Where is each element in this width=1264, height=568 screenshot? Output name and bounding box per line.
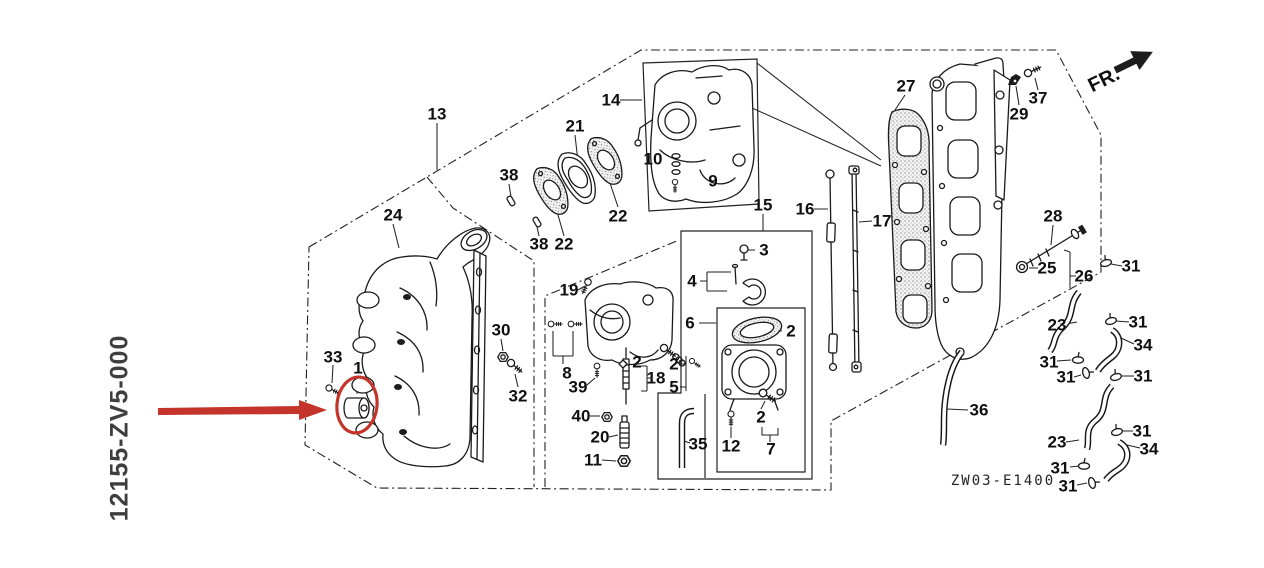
detail-boxes <box>642 58 882 480</box>
callout-8: 8 <box>562 364 571 383</box>
callout-9: 9 <box>708 172 717 191</box>
highlight-group <box>158 375 379 435</box>
callout-2: 2 <box>756 408 765 427</box>
callout-24: 24 <box>384 206 403 225</box>
callout-38: 38 <box>500 166 519 185</box>
callout-31: 31 <box>1057 368 1076 387</box>
right-fasteners-art <box>1008 63 1087 274</box>
callout-4: 4 <box>687 272 697 291</box>
callout-6: 6 <box>685 314 694 333</box>
callout-20: 20 <box>591 428 610 447</box>
callout-31: 31 <box>1133 422 1152 441</box>
bracket-18 <box>641 365 651 392</box>
bracket-26 <box>1063 249 1076 288</box>
chamber-15-art <box>678 244 787 468</box>
callout-2: 2 <box>786 322 795 341</box>
nut-30 <box>497 351 509 363</box>
hoses-art <box>939 253 1131 490</box>
callout-34: 34 <box>1140 440 1159 459</box>
fr-arrow-icon <box>1113 51 1153 74</box>
intake-plate-art <box>929 57 1011 360</box>
callout-31: 31 <box>1059 477 1078 496</box>
callout-22: 22 <box>555 235 574 254</box>
callout-18: 18 <box>647 369 666 388</box>
callout-38: 38 <box>530 235 549 254</box>
drawing-code-label: ZW03-E1400 <box>951 473 1055 489</box>
bolt-32 <box>505 357 525 376</box>
chamber-6-box <box>716 307 806 473</box>
callout-11: 11 <box>584 451 602 470</box>
callout-31: 31 <box>1051 459 1070 478</box>
callout-35: 35 <box>689 435 708 454</box>
callout-27: 27 <box>897 77 916 96</box>
callout-12: 12 <box>722 437 741 456</box>
callout-5: 5 <box>669 378 678 397</box>
callout-22: 22 <box>609 207 628 226</box>
callout-31: 31 <box>1134 367 1153 386</box>
callout-16: 16 <box>796 200 815 219</box>
carburetor-14-art <box>634 65 755 204</box>
callout-40: 40 <box>572 407 591 426</box>
bracket-7 <box>761 427 779 442</box>
callout-34: 34 <box>1134 336 1153 355</box>
projection-lines <box>740 62 882 167</box>
carb-gaskets-art <box>506 136 623 228</box>
callout-3: 3 <box>759 241 768 260</box>
callout-28: 28 <box>1044 207 1063 226</box>
carb-14-box <box>642 58 760 212</box>
callout-17: 17 <box>873 212 892 231</box>
callout-1: 1 <box>353 359 362 378</box>
linkage-rods-art <box>825 165 862 373</box>
highlight-circle <box>335 375 379 435</box>
callout-29: 29 <box>1010 105 1029 124</box>
callout-36: 36 <box>970 401 989 420</box>
callout-2: 2 <box>669 355 678 374</box>
intake-manifold-art <box>351 227 491 468</box>
manifold-panel-edge <box>426 176 535 487</box>
callout-23: 23 <box>1048 316 1067 335</box>
bracket-4 <box>700 271 731 292</box>
callout-21: 21 <box>566 117 585 136</box>
callout-25: 25 <box>1038 259 1057 278</box>
carb-15-box <box>657 230 813 480</box>
highlight-arrow <box>158 400 327 420</box>
callout-13: 13 <box>428 105 447 124</box>
callout-2: 2 <box>632 353 641 372</box>
callout-7: 7 <box>766 440 775 459</box>
callout-26: 26 <box>1075 267 1094 286</box>
callout-31: 31 <box>1129 313 1148 332</box>
callout-39: 39 <box>569 378 588 397</box>
callout-32: 32 <box>509 387 528 406</box>
callout-31: 31 <box>1122 257 1141 276</box>
callout-14: 14 <box>602 91 621 110</box>
callout-31: 31 <box>1040 353 1059 372</box>
callout-30: 30 <box>492 321 511 340</box>
callout-15: 15 <box>754 196 773 215</box>
callout-37: 37 <box>1029 89 1048 108</box>
carburetor-19-art <box>547 277 703 468</box>
callout-10: 10 <box>644 150 663 169</box>
bracket-8 <box>552 331 574 364</box>
callout-19: 19 <box>560 281 579 300</box>
callout-23: 23 <box>1048 433 1067 452</box>
callout-33: 33 <box>324 348 343 367</box>
grommet-part-1 <box>343 397 370 419</box>
manifold-gasket-27-art <box>887 108 933 329</box>
fr-direction-arrow <box>1113 51 1153 74</box>
